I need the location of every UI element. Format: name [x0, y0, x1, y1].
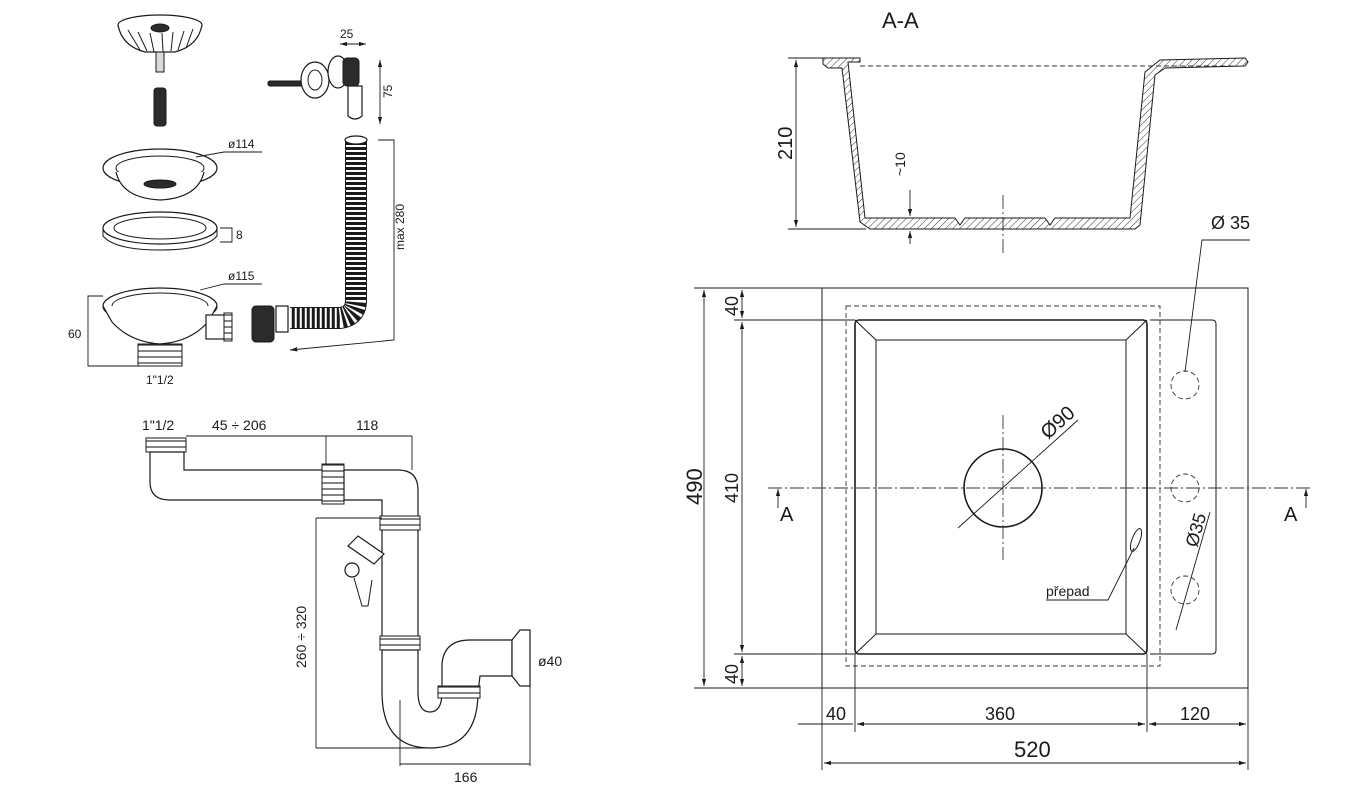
- siphon: 1"1/2 45 ÷ 206 118 260 ÷ 320 166 ø40: [142, 417, 562, 785]
- kit-hose-nut: [251, 305, 275, 343]
- plan-hole-side-label: Ø35: [1182, 511, 1211, 549]
- plan-drain-dia-leader: [957, 419, 1079, 529]
- section-profile: [822, 57, 1249, 230]
- plan-tap-hole-middle: [1170, 473, 1200, 503]
- siphon-outlet-label: ø40: [538, 653, 562, 669]
- section-mark-left: A: [780, 504, 794, 526]
- siphon-inlet-arm: [149, 451, 327, 501]
- plan-depth-top-label: 40: [722, 296, 742, 316]
- siphon-lower-nut: [379, 635, 421, 651]
- plan-cutout-line: [845, 305, 1161, 667]
- siphon-riser-bend: [343, 469, 419, 641]
- section-wall-label: ~10: [892, 152, 908, 176]
- plan-deck-outline: [1150, 319, 1217, 655]
- plan-hole-side-leader: [1175, 511, 1211, 631]
- siphon-arm-offset-label: 118: [356, 417, 379, 433]
- siphon-depth-label: 166: [454, 769, 478, 785]
- plan-bowl-corner-tr: [1125, 319, 1148, 341]
- plan-width-left-label: 40: [826, 704, 846, 724]
- kit-overflow-width-label: 25: [340, 27, 354, 41]
- plan-bowl-outer: [854, 319, 1148, 655]
- siphon-height-label: 260 ÷ 320: [293, 606, 309, 668]
- kit-strainer-stem: [155, 51, 165, 73]
- plan-depth-total-label: 490: [682, 468, 707, 505]
- kit-hose-ribs: [290, 140, 366, 328]
- siphon-side-cap: [344, 562, 360, 578]
- siphon-arm-range-label: 45 ÷ 206: [212, 417, 267, 433]
- plan-bowl-inner: [875, 339, 1127, 635]
- kit-overflow-tail: [347, 85, 363, 120]
- kit-overflow-cover-inner: [307, 69, 323, 91]
- kit-body-thread: [137, 343, 183, 367]
- kit-body-leader: [199, 283, 262, 291]
- kit-body-height-label: 60: [68, 327, 82, 341]
- siphon-thread-label: 1"1/2: [142, 417, 174, 433]
- drain-kit: ø114 8 ø115 60 1"1/2 25 75: [68, 14, 407, 387]
- plan-width-total-label: 520: [1014, 737, 1051, 762]
- kit-hose-end: [275, 305, 289, 333]
- kit-flange-hole: [143, 179, 177, 189]
- kit-body-bowl: [102, 305, 218, 345]
- kit-gasket-dim: [220, 227, 233, 243]
- siphon-inlet-thread: [145, 437, 187, 453]
- plan-depth-bottom-label: 40: [722, 664, 742, 684]
- plan-overflow-label: přepad: [1046, 583, 1090, 599]
- kit-hose-top: [344, 135, 368, 145]
- plan-tap-hole-bottom: [1170, 575, 1200, 605]
- plan-bowl-corner-bl: [854, 633, 877, 655]
- kit-body-side-thread: [223, 312, 233, 342]
- kit-gasket-label: 8: [236, 228, 243, 242]
- kit-strainer-knob: [150, 23, 170, 33]
- section-view: A-A 210 ~10: [775, 8, 1249, 255]
- plan-depth-inner-label: 410: [722, 473, 742, 503]
- kit-flange-label: ø114: [228, 137, 255, 151]
- kit-bolt: [153, 87, 167, 127]
- plan-bowl-corner-br: [1125, 633, 1148, 655]
- siphon-arm-nut: [321, 463, 345, 505]
- kit-gasket-side: [102, 228, 218, 251]
- kit-flange-leader: [195, 151, 262, 158]
- section-title: A-A: [882, 8, 919, 33]
- plan-hole-top-label: Ø 35: [1211, 213, 1250, 233]
- siphon-upper-nut: [379, 515, 421, 531]
- siphon-trap-nut: [437, 685, 481, 699]
- kit-hose-length-label: max 280: [393, 204, 407, 250]
- kit-body-height-dim: [87, 295, 138, 367]
- kit-body-side-outlet: [205, 314, 227, 340]
- kit-body-label: ø115: [228, 269, 255, 283]
- kit-body-thread-label: 1"1/2: [146, 373, 174, 387]
- plan-drain-dia-label: Ø90: [1037, 402, 1080, 444]
- plan-width-right-label: 120: [1180, 704, 1210, 724]
- kit-overflow-cover: [300, 61, 330, 99]
- plan-width-bowl-label: 360: [985, 704, 1015, 724]
- section-mark-right: A: [1284, 504, 1298, 526]
- siphon-side-inlet: [347, 535, 385, 565]
- plan-bowl-corner-tl: [854, 319, 877, 341]
- kit-hose-length-dim: [289, 139, 395, 352]
- siphon-outlet-cone: [511, 629, 531, 687]
- plan-tap-hole-top: [1170, 370, 1200, 400]
- plan-overflow-leader: [1046, 547, 1135, 601]
- plan-hole-top-leader: [1184, 239, 1250, 373]
- kit-overflow-nut: [342, 57, 360, 87]
- kit-gasket-inner: [113, 216, 207, 240]
- section-depth-label: 210: [775, 127, 797, 160]
- siphon-side-strap: [353, 577, 373, 607]
- kit-overflow-height-label: 75: [381, 84, 395, 98]
- plan-view: Ø90 Ø 35 Ø35 přepad A A 490 40 410 40: [682, 213, 1310, 770]
- plan-overflow-slot: [1129, 528, 1143, 552]
- kit-strainer-slots: [127, 28, 194, 53]
